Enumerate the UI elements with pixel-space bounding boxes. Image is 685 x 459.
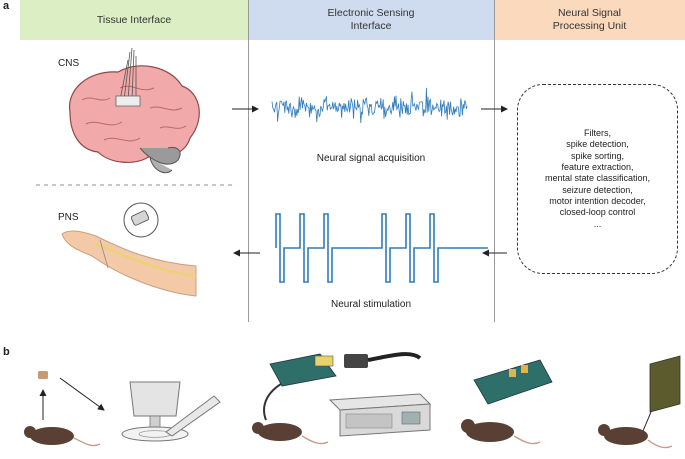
mouse-1-icon [24, 426, 101, 447]
pns-label: PNS [58, 212, 79, 223]
mouse-3-icon [461, 419, 541, 445]
processing-item: ... [593, 218, 602, 229]
processing-item: motor intention decoder, [549, 195, 646, 206]
processing-item: closed-loop control [559, 207, 636, 218]
column-divider-right [494, 0, 495, 322]
mouse-4-icon [598, 424, 673, 449]
wireless-board-icon [473, 359, 553, 405]
processing-item: feature extraction, [561, 162, 634, 173]
surgery-apparatus-icon [121, 381, 221, 442]
processing-item: Filters, [584, 128, 611, 139]
neural-processing-title: Neural Signal Processing Unit [552, 7, 627, 32]
arrow-chip-to-surgery [59, 377, 105, 411]
panel-b-letter: b [3, 346, 10, 358]
acquisition-label: Neural signal acquisition [316, 153, 426, 164]
arm-icon [61, 202, 197, 297]
recorder-device-icon [328, 393, 432, 437]
stimulation-label: Neural stimulation [330, 299, 412, 310]
electrode-array-icon [639, 355, 681, 439]
electronic-sensing-header: Electronic Sensing Interface [248, 0, 494, 40]
processing-item: spike detection, [566, 139, 629, 150]
panel-a-letter: a [3, 0, 10, 12]
brain-icon [68, 47, 200, 174]
processing-item: seizure detection, [562, 184, 633, 195]
implant-chip-icon [38, 371, 48, 379]
neural-processing-header: Neural Signal Processing Unit [494, 0, 685, 40]
mouse-2-icon [252, 422, 329, 445]
column-divider-left [248, 0, 249, 322]
electronic-sensing-title: Electronic Sensing Interface [327, 7, 415, 32]
processing-box: Filters, spike detection, spike sorting,… [517, 84, 678, 274]
tissue-interface-title: Tissue Interface [96, 13, 172, 26]
cns-label: CNS [58, 58, 80, 69]
processing-item: spike sorting, [570, 150, 625, 161]
tissue-interface-header: Tissue Interface [20, 0, 248, 40]
processing-item: mental state classification, [544, 173, 651, 184]
flexible-pcb-icon [269, 352, 422, 387]
